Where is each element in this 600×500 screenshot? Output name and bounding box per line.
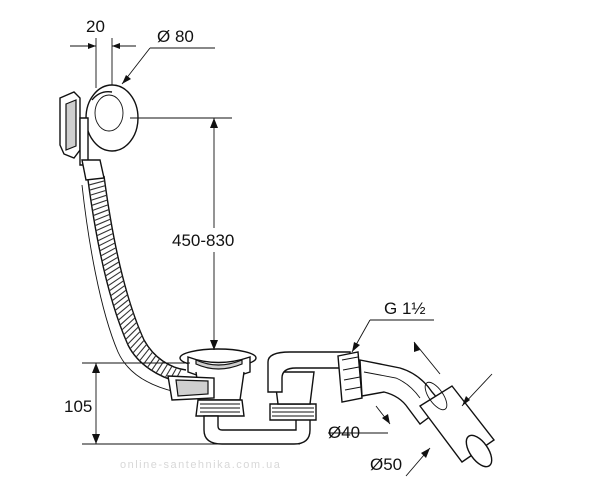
hose-corrugation-ring [99,242,116,252]
dimension-450-830-label: 450-830 [172,231,234,250]
hose-corrugation-ring [114,298,130,312]
watermark-text: online-santehnika.com.ua [120,459,281,471]
dimension-80-label: Ø 80 [157,27,194,46]
dimension-20-label: 20 [86,17,105,36]
dimension-thread-label: G 1½ [384,299,426,318]
dimension-thread: G 1½ [351,299,434,353]
hose-corrugation-ring [119,312,134,326]
dimension-40: Ø40 [328,341,441,442]
waste-fitting [167,348,351,445]
hose-corrugation-ring [106,270,122,282]
hose-corrugation-ring [105,266,121,277]
hose-corrugation-ring [101,251,118,262]
hose-corrugation-ring [151,358,161,371]
hose-corrugation-ring [146,355,157,368]
hose-corrugation-ring [95,223,112,232]
hose-corrugation-ring [139,347,150,362]
dimension-20: 20 [70,17,136,49]
hose-corrugation-ring [160,363,169,376]
dimension-105-label: 105 [64,397,92,416]
hose-corrugation-ring [97,232,114,242]
hose-corrugation-ring [92,204,109,212]
hose-corrugation-ring [90,194,107,201]
hose-corrugation-ring [94,218,111,227]
dimension-105: 105 [64,362,300,445]
hose-corrugation-ring [102,256,119,267]
hose-corrugation-ring [88,180,105,186]
dimension-80: Ø 80 [121,27,215,85]
hose-corrugation-ring [125,326,139,340]
hose-corrugation-ring [121,317,136,331]
hose-corrugation-ring [123,321,138,336]
dimension-450-830: 450-830 [130,117,234,350]
hose-corrugation-ring [116,303,131,316]
hose-corrugation-ring [110,284,126,297]
outlet-assembly [337,351,496,468]
dimension-50-label: Ø50 [370,455,402,474]
dimension-50: Ø50 [370,373,493,477]
hose-corrugation-ring [93,213,110,222]
hose-corrugation-ring [127,330,141,345]
overflow-assembly [59,38,139,181]
hose-corrugation-ring [93,209,110,217]
hose-corrugation-ring [98,237,115,247]
hose-corrugation-ring [100,247,117,257]
dimension-40-label: Ø40 [328,423,360,442]
hose-corrugation-ring [135,344,148,358]
hose-corrugation-ring [89,189,107,196]
corrugated-hose [81,175,187,393]
hose-corrugation-ring [164,365,173,378]
hose-corrugation-ring [142,351,154,365]
hose-corrugation-ring [96,228,113,237]
hose-corrugation-ring [103,261,120,272]
hose-corrugation-ring [91,199,108,206]
hose-corrugation-ring [107,275,123,287]
hose-corrugation-ring [108,280,124,292]
hose-corrugation-ring [132,339,145,354]
hose-corrugation-ring [129,335,143,350]
hose-corrugation-ring [111,289,127,302]
hose-corrugation-ring [89,185,106,191]
hose-corrugation-ring [117,308,133,321]
hose-corrugation-ring [113,294,128,307]
